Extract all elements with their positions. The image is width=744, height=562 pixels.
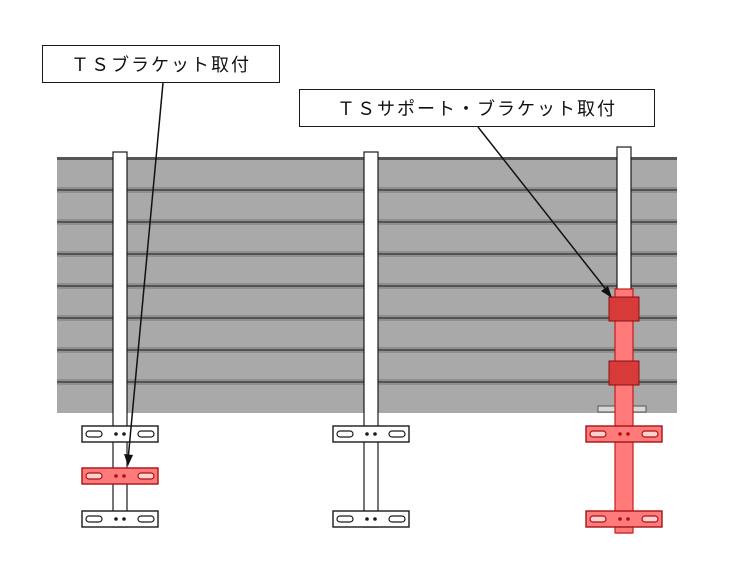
- bracket-slot: [137, 515, 155, 523]
- bracket-plate: [81, 425, 159, 443]
- bolt-hole: [618, 432, 622, 436]
- bolt-hole: [365, 432, 369, 436]
- bracket-plate: [585, 425, 663, 443]
- bolt-hole: [373, 517, 377, 521]
- bolt-hole: [114, 432, 118, 436]
- bolt-hole: [373, 432, 377, 436]
- bracket-post-2-bottom: [332, 510, 410, 528]
- support-post-3: [614, 288, 634, 534]
- bracket-plate: [332, 425, 410, 443]
- bracket-post-3-bottom: [585, 510, 663, 528]
- bolt-hole: [122, 474, 126, 478]
- bracket-slot: [641, 515, 659, 523]
- arrowhead-2-icon: [601, 286, 612, 298]
- bolt-hole: [122, 517, 126, 521]
- bracket-slot: [336, 430, 354, 438]
- support-clamp-upper: [608, 296, 640, 322]
- callout-ts-support-bracket: ＴＳサポート・ブラケット取付: [299, 89, 655, 127]
- bracket-slot: [388, 515, 406, 523]
- bracket-post-1-bottom: [81, 510, 159, 528]
- bracket-slot: [589, 430, 607, 438]
- bracket-slot: [137, 430, 155, 438]
- support-clamp-lower: [608, 360, 640, 386]
- ts-support: [608, 288, 640, 534]
- bolt-hole: [114, 517, 118, 521]
- bolt-hole: [618, 517, 622, 521]
- bolt-hole: [626, 432, 630, 436]
- leader-line-1: [127, 82, 164, 461]
- bolt-hole: [114, 474, 118, 478]
- bracket-post-3-top: [585, 425, 663, 443]
- bracket-plate: [81, 510, 159, 528]
- post-2: [363, 151, 379, 528]
- bracket-slot: [85, 430, 103, 438]
- callout-ts-bracket: ＴＳブラケット取付: [42, 45, 280, 83]
- bolt-hole: [122, 432, 126, 436]
- leader-lines: [124, 82, 612, 466]
- bracket-post-1-middle: [81, 467, 159, 485]
- bracket-slot: [85, 472, 103, 480]
- bracket-slot: [589, 515, 607, 523]
- bracket-slot: [137, 472, 155, 480]
- bracket-slot: [336, 515, 354, 523]
- bracket-post-1-top: [81, 425, 159, 443]
- bracket-post-2-top: [332, 425, 410, 443]
- bracket-plate: [81, 467, 159, 485]
- bracket-slot: [85, 515, 103, 523]
- bracket-plate: [332, 510, 410, 528]
- bolt-hole: [365, 517, 369, 521]
- arrowhead-1-icon: [124, 454, 133, 466]
- bracket-slot: [388, 430, 406, 438]
- bracket-slot: [641, 430, 659, 438]
- bracket-plate: [585, 510, 663, 528]
- bolt-hole: [626, 517, 630, 521]
- leader-line-2: [477, 126, 609, 293]
- brackets: [81, 425, 663, 528]
